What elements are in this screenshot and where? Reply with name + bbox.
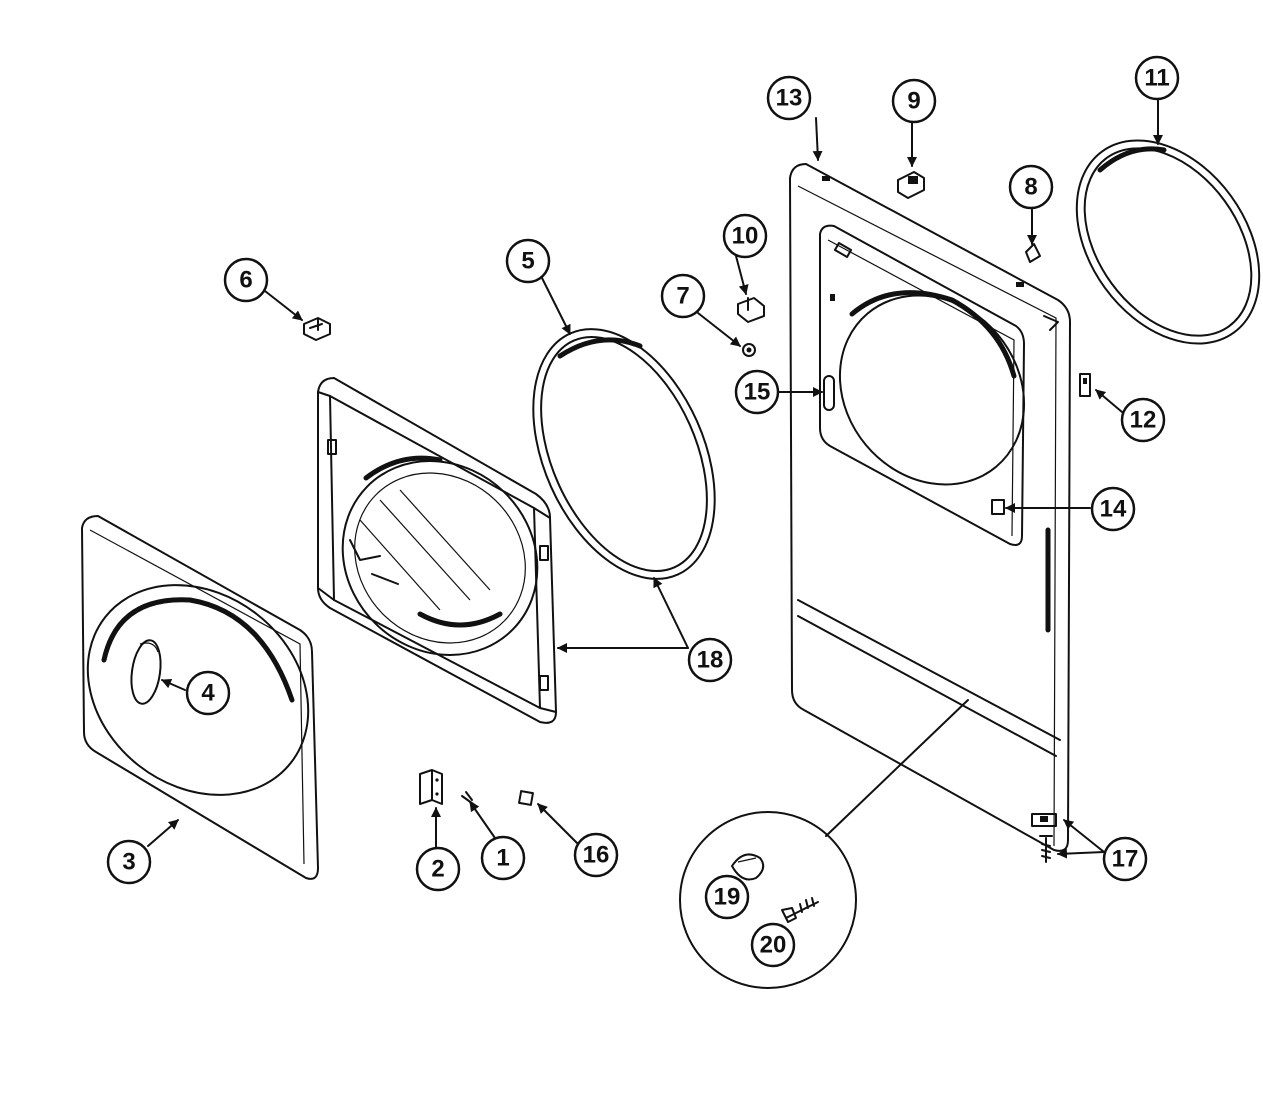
callout-17: 17: [1102, 836, 1148, 882]
callout-19: 19: [704, 874, 750, 920]
rear-gasket-ring: [1075, 139, 1261, 345]
callout-label: 20: [760, 932, 787, 959]
callout-label: 10: [732, 223, 759, 250]
callout-label: 2: [431, 856, 444, 883]
callout-12: 12: [1120, 397, 1166, 443]
outer-door-panel: [81, 515, 319, 880]
callout-3: 3: [106, 839, 152, 885]
front-panel: [789, 163, 1071, 852]
callout-4: 4: [185, 670, 231, 716]
part-9-bracket: [897, 171, 925, 199]
callout-label: 8: [1024, 174, 1037, 201]
callout-label: 13: [776, 85, 803, 112]
callout-1: 1: [480, 835, 526, 881]
callout-label: 4: [201, 680, 215, 707]
detail-view-circle: [679, 811, 857, 989]
callout-9: 9: [891, 78, 937, 124]
callout-label: 18: [697, 647, 724, 674]
part-17-clip-and-screw: [1031, 813, 1057, 863]
inner-door-frame: [317, 377, 557, 724]
callout-label: 12: [1130, 407, 1157, 434]
callout-20: 20: [750, 922, 796, 968]
callout-5: 5: [505, 238, 551, 284]
callout-label: 7: [676, 283, 689, 310]
callout-10: 10: [722, 213, 768, 259]
callout-label: 9: [907, 88, 920, 115]
callout-label: 3: [122, 849, 135, 876]
callout-label: 1: [496, 845, 509, 872]
callout-6: 6: [223, 257, 269, 303]
callout-8: 8: [1008, 164, 1054, 210]
callout-13: 13: [766, 75, 812, 121]
part-10-clip: [737, 297, 765, 323]
callout-label: 14: [1100, 496, 1127, 523]
part-16-pad: [518, 790, 534, 806]
part-6-clip: [303, 317, 331, 341]
part-2-hinge: [419, 769, 443, 805]
callout-18: 18: [687, 637, 733, 683]
callout-label: 5: [521, 248, 534, 275]
callout-14: 14: [1090, 486, 1136, 532]
callout-7: 7: [660, 273, 706, 319]
part-1-screw: [461, 791, 477, 807]
callout-label: 19: [714, 884, 741, 911]
part-8-clip: [1025, 243, 1041, 263]
leader-lines: [147, 99, 1163, 859]
part-7-nut: [742, 343, 756, 357]
callout-label: 16: [583, 842, 610, 869]
callout-11: 11: [1134, 55, 1180, 101]
callout-label: 11: [1144, 65, 1169, 92]
callout-label: 15: [744, 379, 771, 406]
part-12-clip: [1079, 373, 1091, 397]
callout-2: 2: [415, 846, 461, 892]
callout-16: 16: [573, 832, 619, 878]
callout-label: 17: [1112, 846, 1139, 873]
callout-label: 6: [239, 267, 252, 294]
callout-15: 15: [734, 369, 780, 415]
